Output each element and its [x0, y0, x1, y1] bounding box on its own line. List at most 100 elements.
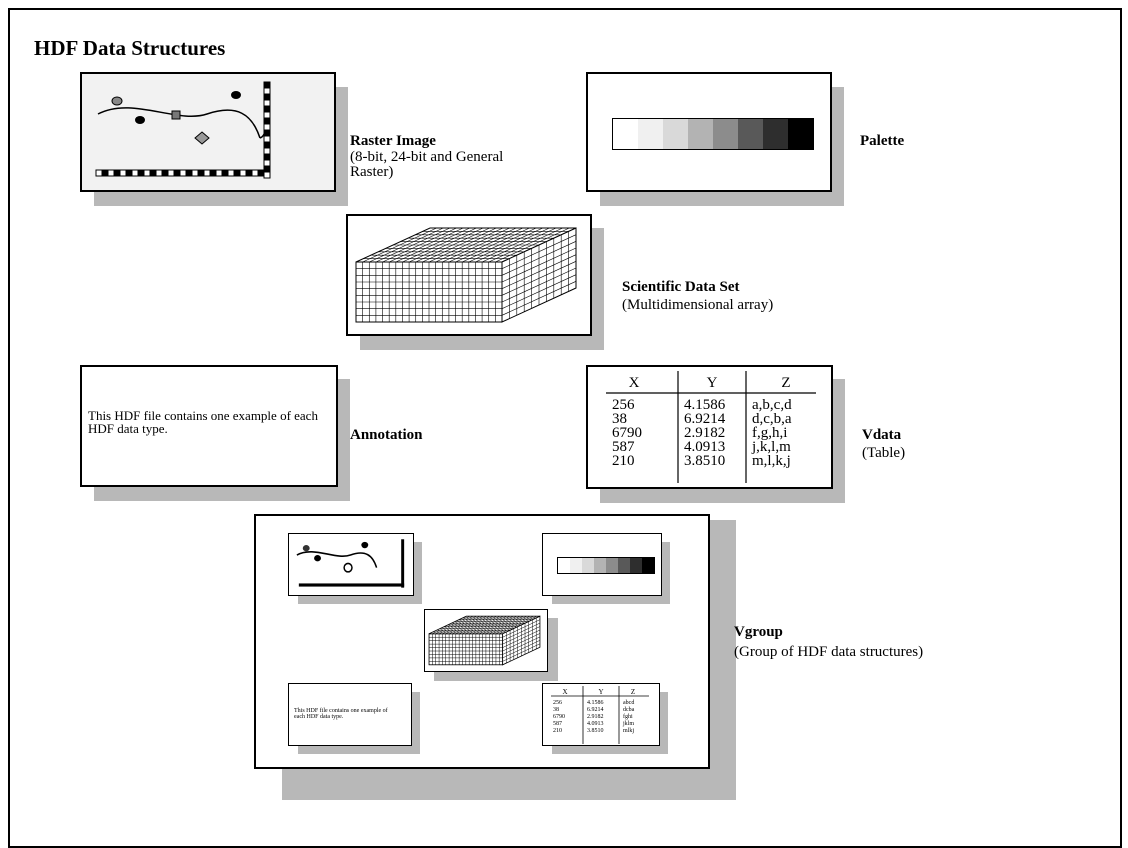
- vdata-header-x: X: [629, 375, 640, 391]
- vdata-cell: f,g,h,i: [752, 425, 787, 441]
- raster-black-blob: [135, 116, 145, 124]
- mini-horizontal-ruler: [298, 583, 405, 587]
- vdata-header-y: Y: [598, 688, 603, 696]
- vdata-header-z: Z: [781, 375, 790, 391]
- palette-swatch: [663, 119, 688, 149]
- vdata-cell: 3.8510: [587, 728, 604, 734]
- palette-label: Palette: [860, 133, 905, 149]
- vdata-cell: 587: [612, 439, 635, 455]
- vdata-cell: dcba: [623, 707, 635, 713]
- vdata-cell: a,b,c,d: [752, 397, 792, 413]
- mini-blob: [302, 545, 310, 552]
- annotation-box: This HDF file contains one example of ea…: [80, 365, 338, 487]
- vdata-cell: 587: [553, 721, 562, 727]
- vdata-cell: mlkj: [623, 728, 634, 734]
- mini-circle: [343, 562, 353, 573]
- raster-vertical-ruler: [263, 81, 271, 179]
- vdata-cell: 3.8510: [684, 453, 725, 469]
- page-title: HDF Data Structures: [34, 36, 226, 60]
- vdata-cell: 38: [553, 707, 559, 713]
- mini-raster-graphic: [296, 539, 405, 588]
- palette-swatch: [618, 558, 630, 573]
- vdata-cell: 6790: [612, 425, 642, 441]
- raster-image-graphic: [95, 81, 271, 179]
- vdata-cell: 210: [553, 728, 562, 734]
- raster-image-box: [80, 72, 336, 192]
- palette-swatch: [582, 558, 594, 573]
- vdata-cell: 6790: [553, 714, 565, 720]
- sds-box: [346, 214, 592, 336]
- mini-sds-graphic: [428, 615, 541, 666]
- palette-swatch: [788, 119, 813, 149]
- raster-label-block: Raster Image (8-bit, 24-bit and General …: [350, 133, 503, 180]
- vdata-cell: 256: [553, 700, 562, 706]
- vgroup-box: This HDF file contains one example of ea…: [254, 514, 710, 769]
- mini-vdata-box: X Y Z 256 4.1586 abcd 38 6.9214 dcba 6790 2.9182 fg…: [542, 683, 660, 746]
- mini-vdata-table: X Y Z 256 4.1586 abcd 38 6.9214 dcba 6790 2.9182 fg…: [551, 686, 649, 744]
- vdata-cell: 256: [612, 397, 635, 413]
- vdata-cell: j,k,l,m: [751, 439, 791, 455]
- vdata-cell: d,c,b,a: [752, 411, 792, 427]
- vdata-cell: 6.9214: [684, 411, 726, 427]
- mini-raster-box: [288, 533, 414, 596]
- raster-desc-line1: (8-bit, 24-bit and General: [350, 149, 504, 165]
- mini-palette-strip: [557, 557, 655, 574]
- mini-palette-box: [542, 533, 662, 596]
- annotation-label: Annotation: [350, 427, 423, 443]
- palette-swatch: [630, 558, 642, 573]
- vdata-label: Vdata: [862, 427, 902, 443]
- palette-strip: [612, 118, 814, 150]
- vdata-table: X Y Z 256 4.1586 a,b,c,d 38 6.9214 d,c,b,a 6790 2.…: [606, 371, 816, 483]
- vdata-cell: 38: [612, 411, 627, 427]
- palette-swatch: [713, 119, 738, 149]
- palette-swatch: [594, 558, 606, 573]
- vdata-label-block: Vdata (Table): [862, 427, 905, 461]
- palette-box: [586, 72, 832, 192]
- sds-label-block: Scientific Data Set (Multidimensional ar…: [622, 279, 773, 313]
- annotation-text: This HDF file contains one example of ea…: [88, 408, 318, 436]
- mini-vertical-ruler: [401, 539, 405, 588]
- raster-gray-square: [171, 110, 181, 120]
- vdata-cell: fghi: [623, 713, 633, 720]
- raster-diamond: [194, 131, 210, 145]
- vdata-cell: 2.9182: [587, 714, 604, 720]
- vdata-cell: 210: [612, 453, 635, 469]
- palette-swatch: [606, 558, 618, 573]
- vgroup-label: Vgroup: [734, 624, 783, 640]
- palette-swatch: [558, 558, 570, 573]
- vgroup-desc: (Group of HDF data structures): [734, 644, 924, 660]
- vdata-cell: abcd: [623, 700, 634, 706]
- vdata-cell: 4.1586: [684, 397, 726, 413]
- sds-cube-graphic: [355, 227, 577, 323]
- palette-swatch: [763, 119, 788, 149]
- sds-label: Scientific Data Set: [622, 279, 740, 295]
- palette-swatch: [613, 119, 638, 149]
- raster-label: Raster Image: [350, 133, 436, 149]
- raster-gray-blob: [111, 96, 123, 106]
- vdata-header-y: Y: [707, 375, 718, 391]
- raster-horizontal-ruler: [95, 169, 265, 177]
- raster-black-blob-2: [231, 91, 241, 99]
- palette-swatch: [738, 119, 763, 149]
- vdata-cell: 2.9182: [684, 425, 725, 441]
- vdata-box: X Y Z 256 4.1586 a,b,c,d 38 6.9214 d,c,b,a 6790 2.…: [586, 365, 833, 489]
- vdata-cell: 4.1586: [587, 700, 604, 706]
- mini-blob-2: [314, 555, 321, 562]
- palette-swatch: [642, 558, 654, 573]
- palette-swatch: [570, 558, 582, 573]
- vdata-header-z: Z: [631, 688, 635, 696]
- palette-swatch: [638, 119, 663, 149]
- vgroup-label-block: Vgroup (Group of HDF data structures): [734, 624, 923, 660]
- vdata-cell: 4.0913: [587, 721, 604, 727]
- sds-desc: (Multidimensional array): [622, 297, 774, 313]
- mini-annotation-box: This HDF file contains one example of ea…: [288, 683, 412, 746]
- vdata-cell: 6.9214: [587, 707, 604, 713]
- vdata-cell: jklm: [622, 721, 634, 727]
- mini-sds-box: [424, 609, 548, 672]
- mini-annotation-text: This HDF file contains one example of ea…: [294, 708, 388, 720]
- vdata-cell: m,l,k,j: [752, 453, 791, 469]
- vdata-header-x: X: [562, 688, 567, 696]
- vdata-cell: 4.0913: [684, 439, 725, 455]
- palette-swatch: [688, 119, 713, 149]
- vdata-desc: (Table): [862, 445, 906, 461]
